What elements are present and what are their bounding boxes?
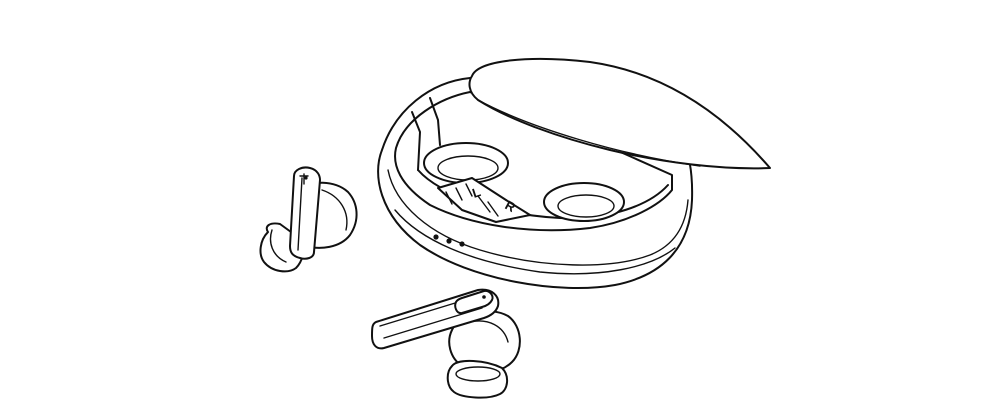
earbud-left-sensor-icon: [299, 173, 309, 185]
earbud-left-stem-edge: [297, 177, 303, 251]
earbud-left-body-inner: [321, 189, 348, 231]
earbud-right: [371, 288, 521, 399]
earbud-right-tip: [446, 360, 508, 399]
case-contacts: [437, 177, 531, 223]
earbud-left-tip-ring: [269, 229, 287, 263]
case-led-2: [446, 238, 452, 244]
earbud-left: [259, 166, 358, 273]
earbud-left-sensor-dot: [304, 176, 308, 180]
case-slot-right-inner: [557, 194, 615, 218]
case-led-1: [433, 234, 439, 240]
case-inner-wall: [411, 111, 421, 171]
earbud-right-tip-opening: [455, 366, 501, 382]
case-lid-edge: [477, 99, 701, 167]
charging-case: L R: [377, 57, 771, 290]
earbud-right-sensor-dot: [482, 295, 486, 299]
case-seam-lower: [394, 209, 676, 275]
case-inner-wall-2: [429, 97, 441, 146]
case-led-indicators: [433, 234, 465, 247]
case-slot-right: [543, 182, 625, 222]
case-seam: [387, 169, 689, 266]
earbud-left-stem: [289, 166, 321, 260]
case-led-3: [459, 241, 465, 247]
case-contact-lines: [445, 183, 499, 217]
